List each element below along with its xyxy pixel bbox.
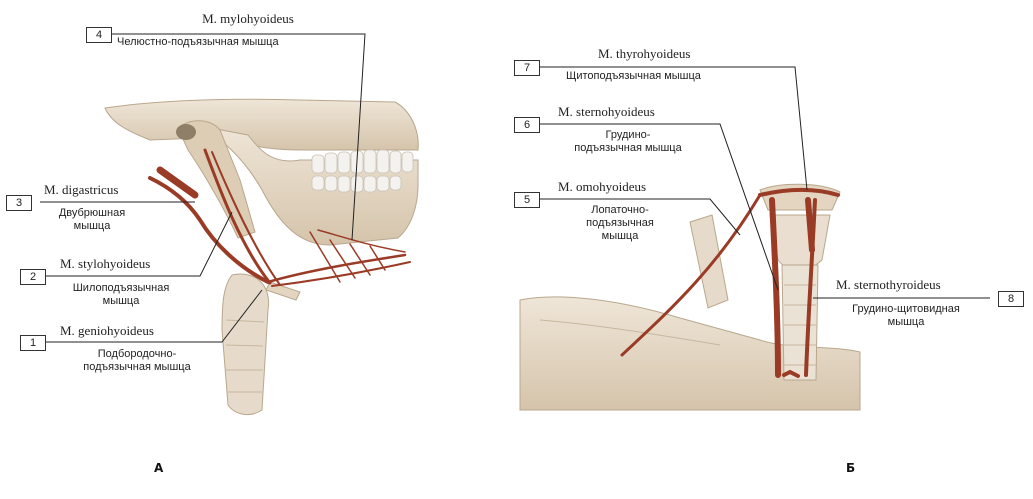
label-latin-digastricus: M. digastricus: [44, 183, 118, 196]
panel-label-b: Б: [846, 461, 855, 475]
label-number-1: 1: [20, 335, 46, 351]
panel-label-a: А: [154, 461, 163, 475]
label-russian-digastricus-1: Двубрюшная: [44, 208, 140, 219]
label-number-8: 8: [998, 291, 1024, 307]
label-latin-geniohyoideus: M. geniohyoideus: [60, 324, 154, 337]
label-number-7: 7: [514, 60, 540, 76]
label-russian-omohyoideus-2: подъязычная: [560, 218, 680, 229]
label-russian-omohyoideus-3: мышца: [560, 231, 680, 242]
label-russian-digastricus-2: мышца: [44, 221, 140, 232]
label-russian-stylohyoideus-2: мышца: [56, 296, 186, 307]
label-latin-sternohyoideus: M. sternohyoideus: [558, 105, 655, 118]
label-number-6: 6: [514, 117, 540, 133]
label-russian-geniohyoideus-2: подъязычная мышца: [52, 362, 222, 373]
label-russian-stylohyoideus-1: Шилоподъязычная: [56, 283, 186, 294]
label-latin-omohyoideus: M. omohyoideus: [558, 180, 646, 193]
label-russian-sternohyoideus-2: подъязычная мышца: [548, 143, 708, 154]
label-russian-thyrohyoideus: Щитоподъязычная мышца: [566, 71, 701, 82]
label-number-3: 3: [6, 195, 32, 211]
label-number-2: 2: [20, 269, 46, 285]
label-russian-sternothyroideus-1: Грудино-щитовидная: [826, 304, 986, 315]
label-latin-mylohyoideus: M. mylohyoideus: [163, 12, 333, 25]
label-latin-sternothyroideus: M. sternothyroideus: [836, 278, 941, 291]
label-russian-mylohyoideus: Челюстно-подъязычная мышца: [117, 37, 279, 48]
label-number-4: 4: [86, 27, 112, 43]
label-russian-geniohyoideus-1: Подбородочно-: [52, 349, 222, 360]
label-latin-thyrohyoideus: M. thyrohyoideus: [598, 47, 690, 60]
label-russian-sternohyoideus-1: Грудино-: [548, 130, 708, 141]
label-russian-sternothyroideus-2: мышца: [826, 317, 986, 328]
label-russian-omohyoideus-1: Лопаточно-: [560, 205, 680, 216]
label-latin-stylohyoideus: M. stylohyoideus: [60, 257, 150, 270]
label-number-5: 5: [514, 192, 540, 208]
